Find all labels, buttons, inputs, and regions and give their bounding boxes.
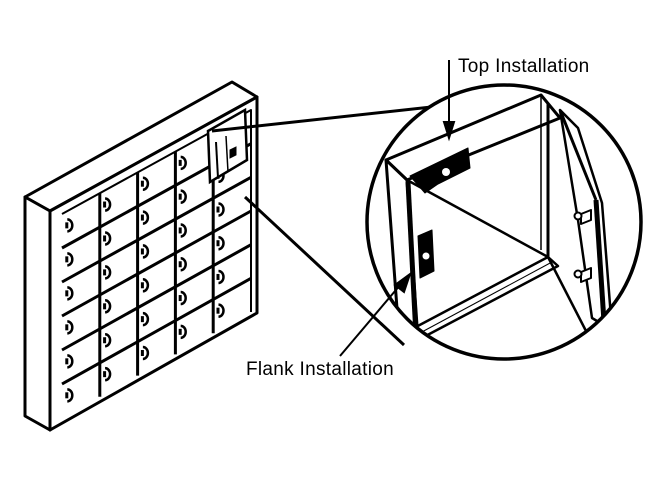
top-bracket-icon	[409, 147, 471, 194]
lock-icon	[216, 303, 225, 318]
label-arrows	[339, 60, 456, 357]
lock-icon	[103, 332, 112, 348]
lock-icon	[216, 235, 225, 251]
lock-icon	[65, 252, 74, 267]
arrow-down-icon	[442, 121, 456, 142]
lock-icon	[140, 210, 150, 225]
lock-icon	[65, 320, 74, 335]
lock-icon	[178, 155, 187, 171]
door-hinge-icon	[573, 209, 592, 225]
magnified-detail	[365, 83, 643, 361]
lock-icon	[178, 223, 187, 238]
row-divider	[61, 277, 252, 386]
lock-icon	[140, 311, 150, 327]
row-divider	[61, 243, 252, 352]
lock-icon	[178, 257, 187, 272]
lock-icon	[140, 278, 150, 293]
lock-icon	[216, 269, 225, 285]
flank-bracket-icon	[417, 229, 435, 279]
lock-icon	[103, 265, 112, 280]
cabinet-side-face	[23, 195, 52, 432]
locker-doors	[65, 155, 225, 403]
lock-icon	[103, 231, 112, 246]
arrow-up-icon	[393, 271, 412, 294]
lock-icon	[65, 286, 74, 301]
lock-icon	[103, 299, 112, 314]
flank-installation-label: Flank Installation	[246, 359, 394, 380]
lock-icon	[140, 176, 150, 191]
lock-icon	[65, 218, 74, 233]
row-divider	[61, 176, 252, 284]
lock-icon	[178, 189, 187, 204]
top-installation-label: Top Installation	[458, 56, 590, 77]
door-hinge-icon	[573, 267, 592, 283]
lock-icon	[216, 202, 225, 217]
lock-icon	[103, 366, 112, 382]
lock-icon	[140, 345, 150, 361]
lock-icon	[178, 290, 187, 306]
magnifier-circle	[365, 83, 643, 361]
lock-icon	[140, 244, 150, 259]
lock-icon	[103, 197, 112, 212]
lock-icon	[65, 354, 74, 369]
row-divider	[61, 209, 252, 318]
lock-icon	[178, 324, 187, 340]
lock-icon	[65, 388, 74, 403]
